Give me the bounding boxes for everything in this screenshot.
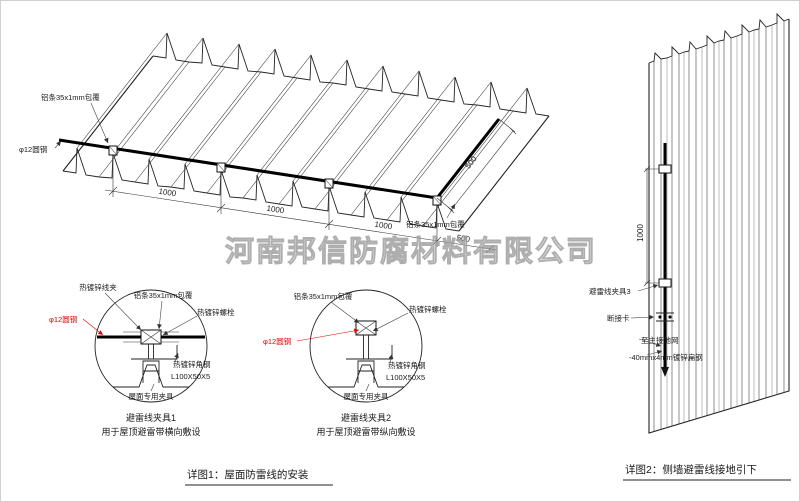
clamp2-label-angle-1: 热镀锌角钢 [388, 360, 426, 370]
clamp1-label-angle-2: L100X50X5 [171, 372, 210, 381]
wall-clamp-upper [658, 164, 672, 174]
roof-isometric-view: 1000 1000 1000 500 500 铝条35x1mm包覆 φ12圆钢 … [19, 32, 550, 254]
roof-label-alu-top: 铝条35x1mm包覆 [41, 92, 100, 102]
clamp1-label-roof-clamp: 屋面专用夹具 [129, 391, 174, 401]
dim-1000-c: 1000 [374, 220, 393, 232]
dim-500-a: 500 [456, 233, 471, 244]
roof-label-rod: φ12圆钢 [19, 144, 47, 154]
roof-front-profile [62, 147, 460, 232]
roof-rib-lines [76, 32, 528, 204]
wall-dim-1000: 1000 [636, 224, 645, 242]
caption-detail2: 详图2：侧墙避雷线接地引下 [623, 463, 791, 481]
caption-detail1-text: 详图1：屋面防雷线的安装 [187, 468, 309, 481]
detail-circle-1-ring [94, 289, 208, 403]
clamp2-assembly [316, 320, 416, 388]
roof-outline-edges [62, 55, 550, 232]
wall-elevation-view: 1000 避雷线夹具3 断接卡 至主接地网 -40mmx4mm镀锌扁钢 [589, 12, 790, 434]
wall-label-to-ground: 至主接地网 [641, 335, 679, 345]
clamp2-title: 避雷线夹具2 [341, 412, 391, 423]
detail-circle-1: 热镀锌线夹 铝条35x1mm包覆 热镀锌螺栓 φ12圆钢 热镀锌角钢 L100X… [49, 282, 235, 437]
clamp1-label-bolt: 热镀锌螺栓 [197, 307, 235, 317]
clamp1-subtitle: 用于屋顶避雷带横向敷设 [101, 426, 200, 437]
dim-1000-a: 1000 [158, 187, 177, 199]
detail-circle-2-ring [309, 289, 423, 403]
clamp2-label-alu: 铝条35x1mm包覆 [294, 291, 353, 301]
caption-detail1: 详图1：屋面防雷线的安装 [185, 468, 333, 486]
roof-dimension-500-right: 500 [436, 118, 517, 214]
clamp2-label-rod: φ12圆钢 [263, 336, 291, 346]
clamp1-label-wire-clip: 热镀锌线夹 [79, 282, 117, 292]
clamp1-label-alu: 铝条35x1mm包覆 [134, 290, 193, 300]
ground-arrow [661, 367, 669, 377]
clamp1-assembly [97, 329, 205, 388]
wall-clamp-lower [658, 278, 672, 288]
wall-valley-lines [666, 25, 773, 427]
wire-clamps [108, 145, 442, 206]
watermark-text: 河南邦信防腐材料有限公司 [225, 235, 597, 268]
wall-label-flat-steel: -40mmx4mm镀锌扁钢 [629, 352, 703, 362]
wall-rib-lines [653, 21, 785, 431]
clamp2-label-angle-2: L100X50X5 [386, 373, 425, 382]
wall-outline [648, 19, 790, 434]
disconnect-joint [656, 312, 674, 322]
detail-circle-2: 铝条35x1mm包覆 热镀锌螺栓 φ12圆钢 热镀锌角钢 L100X50X5 屋… [263, 289, 447, 437]
wall-dimension: 1000 [636, 165, 659, 287]
lightning-wire [58, 118, 501, 200]
clamp1-title: 避雷线夹具1 [126, 412, 176, 423]
clamp1-label-angle-1: 热镀锌角钢 [173, 359, 211, 369]
clamp1-label-rod: φ12圆钢 [49, 314, 77, 324]
dim-500-right: 500 [463, 154, 479, 170]
roof-valley-lines [62, 55, 550, 232]
roof-dimension-chain: 1000 1000 1000 500 [104, 157, 498, 254]
roof-label-alu-right: 铝条35x1mm包覆 [406, 219, 465, 229]
roof-back-profile [152, 32, 550, 117]
clamp2-label-roof-clamp: 屋面专用夹具 [344, 391, 389, 401]
dim-1000-b: 1000 [266, 204, 285, 216]
caption-detail2-text: 详图2：侧墙避雷线接地引下 [625, 463, 757, 476]
wall-label-clamp3: 避雷线夹具3 [589, 286, 631, 296]
clamp2-label-bolt: 热镀锌螺栓 [409, 304, 447, 314]
wall-label-disconnect: 断接卡 [607, 313, 630, 323]
clamp2-subtitle: 用于屋顶避雷带纵向敷设 [316, 426, 415, 437]
